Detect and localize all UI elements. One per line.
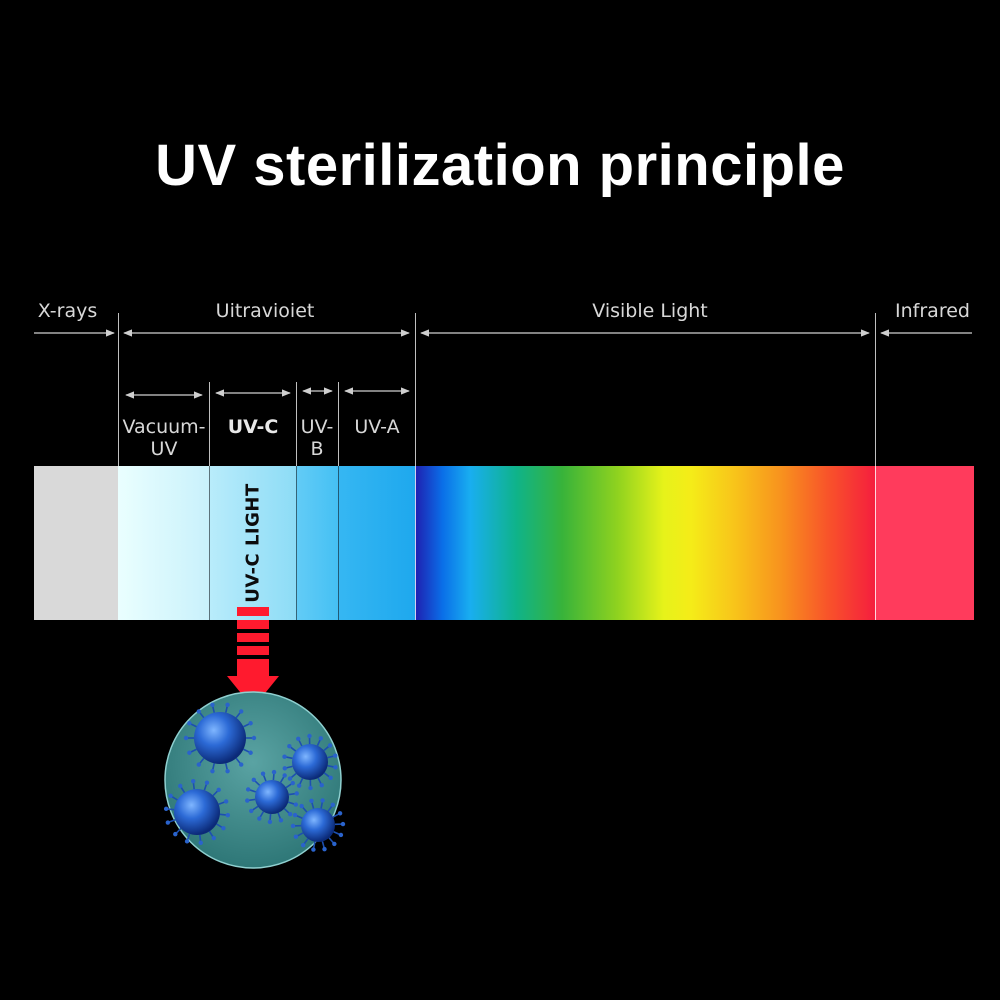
page-title: UV sterilization principle	[155, 133, 845, 198]
separator-vacuum-uvc	[209, 466, 210, 620]
virus-icon	[245, 769, 299, 825]
band-uv-b	[296, 466, 338, 620]
label-xrays: X-rays	[37, 300, 98, 322]
virus-icon	[282, 733, 338, 791]
label-uv-b: UV- B	[296, 416, 338, 460]
band-vacuum-uv	[118, 466, 209, 620]
band-visible-light	[415, 466, 875, 620]
label-uv-b-line1: UV-	[300, 416, 334, 438]
separator-uv-visible	[415, 466, 416, 620]
virus-icon	[183, 702, 257, 774]
virus-icon	[290, 798, 346, 852]
label-vacuum-uv: Vacuum- UV	[118, 416, 210, 460]
label-infrared: Infrared	[895, 300, 970, 322]
label-vacuum-uv-line2: UV	[150, 438, 178, 460]
band-infrared	[875, 466, 974, 620]
label-vacuum-uv-line1: Vacuum-	[122, 416, 206, 438]
divider-uv-visible	[415, 313, 416, 466]
divider-uvb-uva	[338, 382, 339, 466]
band-uv-a	[338, 466, 415, 620]
band-xrays	[34, 466, 118, 620]
label-ultraviolet: Uitravioiet	[215, 300, 315, 322]
virus-icon	[163, 779, 231, 845]
label-uv-a: UV-A	[354, 416, 400, 438]
divider-visible-infrared	[875, 313, 876, 466]
divider-vacuum-uvc	[209, 382, 210, 466]
label-uv-b-line2: B	[310, 438, 324, 460]
separator-uvb-uva	[338, 466, 339, 620]
label-uv-c: UV-C	[227, 416, 279, 438]
divider-xrays-uv	[118, 313, 119, 466]
label-visible-light: Visible Light	[592, 300, 708, 322]
separator-uvc-uvb	[296, 466, 297, 620]
separator-visible-infrared	[875, 466, 876, 620]
virus-group	[163, 702, 346, 852]
divider-uvc-uvb	[296, 382, 297, 466]
band-uv-c	[209, 466, 296, 620]
